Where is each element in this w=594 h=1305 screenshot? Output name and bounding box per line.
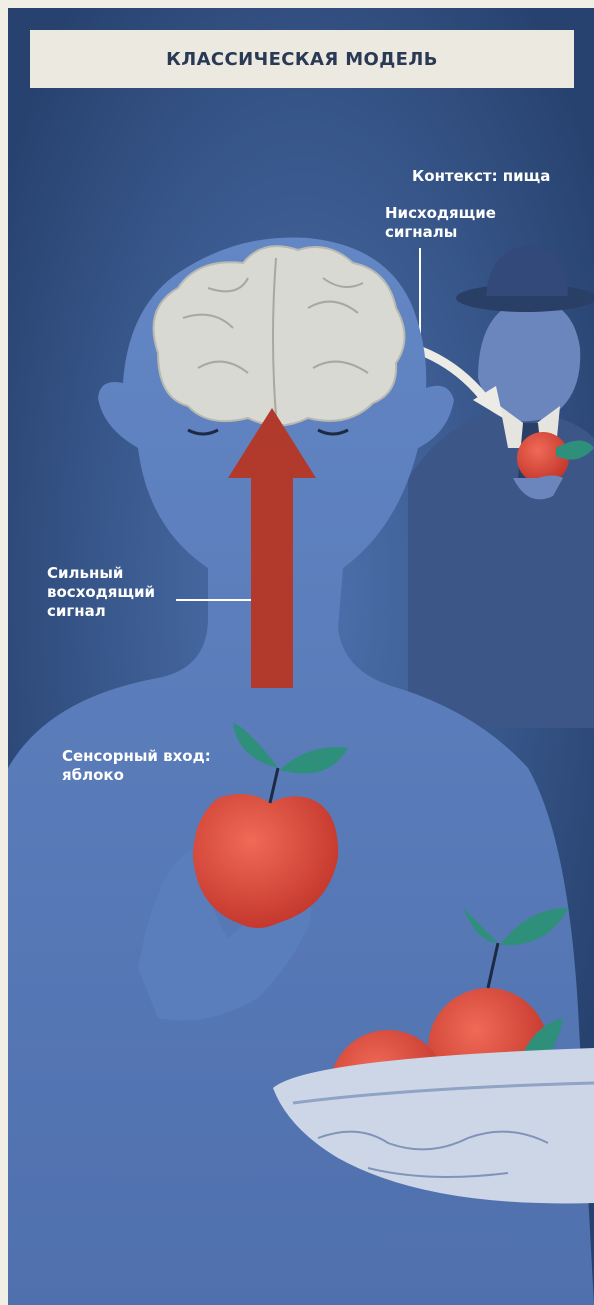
- context-label: Контекст: пища: [412, 167, 550, 186]
- sensory-input-label: Сенсорный вход: яблоко: [62, 747, 232, 785]
- top-down-signals-label: Нисходящие сигналы: [385, 204, 545, 242]
- strong-ascending-signal-label: Сильный восходящий сигнал: [47, 564, 207, 621]
- title-bar: КЛАССИЧЕСКАЯ МОДЕЛЬ: [30, 30, 574, 88]
- diagram-title: КЛАССИЧЕСКАЯ МОДЕЛЬ: [166, 49, 438, 70]
- illustration-panel: КЛАССИЧЕСКАЯ МОДЕЛЬ Контекст: пища Нисхо…: [8, 8, 594, 1305]
- brain-icon: [154, 246, 405, 434]
- illustration: [8, 8, 594, 1305]
